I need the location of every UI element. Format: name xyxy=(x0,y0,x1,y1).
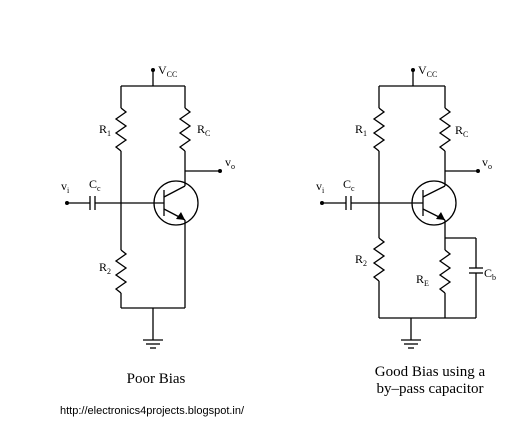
left-r2-label: R2 xyxy=(99,260,111,276)
source-url: http://electronics4projects.blogspot.in/ xyxy=(60,405,245,417)
left-emitter-arrow xyxy=(176,212,185,220)
left-vo-terminal xyxy=(218,169,222,173)
right-r2-label: R2 xyxy=(355,252,367,268)
left-vcc-terminal xyxy=(151,68,155,72)
left-r2-resistor xyxy=(114,249,128,294)
right-vcc-label: VCC xyxy=(418,63,437,79)
left-caption: Poor Bias xyxy=(127,371,186,387)
left-rc-resistor xyxy=(178,107,192,152)
right-r1-resistor xyxy=(372,107,386,152)
left-transistor-collector xyxy=(163,185,186,198)
right-rc-label: RC xyxy=(455,123,468,139)
right-caption-line-2: by–pass capacitor xyxy=(376,381,483,397)
left-circuit: VCC R1 RC vo vi Cc R2 xyxy=(61,63,235,387)
right-re-resistor xyxy=(438,249,452,294)
left-rc-label: RC xyxy=(197,122,210,138)
left-vi-label: vi xyxy=(61,179,70,195)
left-cc-label: Cc xyxy=(89,177,101,193)
right-vi-label: vi xyxy=(316,179,325,195)
right-caption-line-1: Good Bias using a xyxy=(375,364,486,380)
right-re-label: RE xyxy=(416,272,429,288)
right-vcc-terminal xyxy=(411,68,415,72)
right-r2-resistor xyxy=(372,237,386,282)
left-r1-resistor xyxy=(114,107,128,152)
right-vo-terminal xyxy=(476,169,480,173)
left-vcc-label: VCC xyxy=(158,63,177,79)
right-emitter-arrow xyxy=(436,212,445,220)
right-circuit: VCC R1 RC vo vi Cc R2 xyxy=(316,63,496,397)
left-r1-label: R1 xyxy=(99,122,111,138)
right-transistor-body xyxy=(411,180,457,226)
right-rc-resistor xyxy=(438,107,452,152)
right-r1-label: R1 xyxy=(355,122,367,138)
left-vo-label: vo xyxy=(225,155,235,171)
right-cc-label: Cc xyxy=(343,177,355,193)
right-cb-label: Cb xyxy=(484,266,496,282)
right-transistor-collector xyxy=(422,185,446,198)
right-vo-label: vo xyxy=(482,155,492,171)
left-transistor-body xyxy=(153,180,199,226)
